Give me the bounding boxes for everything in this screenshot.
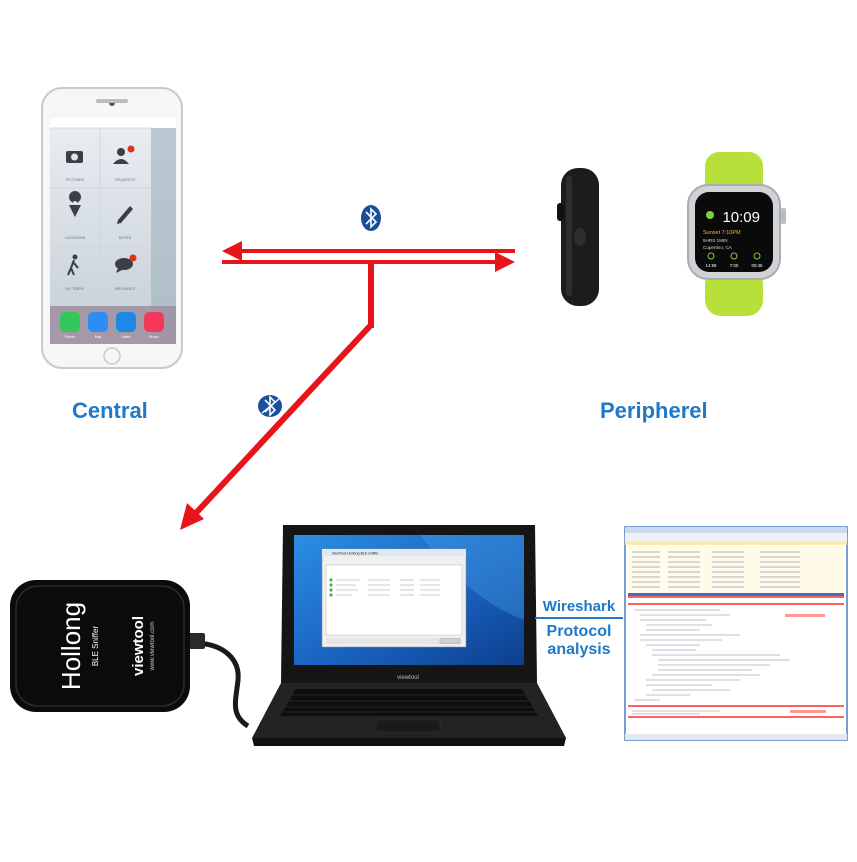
central-label: Central <box>72 398 148 423</box>
sniff-drop-line <box>368 264 374 328</box>
chat-icon <box>115 254 137 273</box>
arrow-head-right <box>495 252 515 272</box>
wireshark-capture-window <box>624 526 848 741</box>
sniff-diagonal-line <box>193 323 373 516</box>
watch-comp-2: 7:00 <box>730 263 739 268</box>
sniffer-website: www.viewtool.com <box>150 621 156 671</box>
app-grid-labels: PICTURES REQUESTS LOCATIONS NOTES MY TRE… <box>65 178 136 291</box>
watch-event: Sunset 7:10PM <box>703 230 741 236</box>
app-label-messages: MESSAGES <box>115 287 136 291</box>
fitness-band-peripheral <box>557 168 599 306</box>
hiker-icon <box>67 254 79 276</box>
protocol-label: Protocol <box>546 623 612 640</box>
watch-sub2: Cupertino, CA <box>703 245 733 250</box>
smartphone-central: PICTURES REQUESTS LOCATIONS NOTES MY TRE… <box>41 87 183 369</box>
wireshark-protocol-analysis-label: Wireshark Protocol analysis <box>535 598 623 659</box>
dock-label-phone: Phone <box>65 335 75 339</box>
sniffer-brand: Hollong <box>56 602 86 690</box>
arrow-head-left <box>222 241 242 261</box>
sniffer-software-window: ViewTool Hollong BLE Sniffer <box>321 548 467 648</box>
analysis-label: analysis <box>547 641 611 658</box>
hollong-ble-sniffer: Hollong BLE Sniffer viewtool www.viewtoo… <box>10 580 250 729</box>
dock-label-safari: Safari <box>121 335 130 339</box>
camera-icon <box>66 151 83 163</box>
watch-comp-3: 00:46 <box>752 263 764 268</box>
users-icon <box>113 145 135 164</box>
laptop: viewtool ViewTool Hollong BLE Sniffer <box>252 525 566 746</box>
app-label-notes: NOTES <box>119 236 132 240</box>
sniffer-model: BLE Sniffer <box>91 626 100 667</box>
map-pin-icon <box>69 191 82 217</box>
watch-sub1: 5HRS 1MIN <box>703 238 728 243</box>
bluetooth-icon <box>361 205 381 231</box>
arrow-to-peripheral <box>222 260 499 264</box>
arrow-to-central <box>238 249 515 253</box>
watch-time: 10:09 <box>722 209 760 226</box>
peripheral-label: Peripherel <box>600 398 708 423</box>
sniffer-maker: viewtool <box>130 616 147 676</box>
bluetooth-sniff-icon <box>258 395 282 417</box>
smartwatch-peripheral: 10:09 Sunset 7:10PM 5HRS 1MIN Cupertino,… <box>687 152 786 316</box>
app-label-locations: LOCATIONS <box>65 236 86 240</box>
laptop-brand: viewtool <box>397 675 419 681</box>
data-link-arrows <box>222 241 515 328</box>
wireshark-label: Wireshark <box>535 598 623 619</box>
arrow-head-sniffer <box>180 503 204 530</box>
pencil-icon <box>117 206 133 224</box>
phone-dock: Phone Mail Safari Music <box>60 312 164 339</box>
dock-label-mail: Mail <box>95 335 102 339</box>
app-label-pictures: PICTURES <box>66 178 85 182</box>
app-label-my-treks: MY TREKS <box>66 287 85 291</box>
app-label-requests: REQUESTS <box>115 178 135 182</box>
dock-label-music: Music <box>149 335 158 339</box>
software-title: ViewTool Hollong BLE Sniffer <box>332 552 379 556</box>
watch-comp-1: 14:59 <box>706 263 718 268</box>
